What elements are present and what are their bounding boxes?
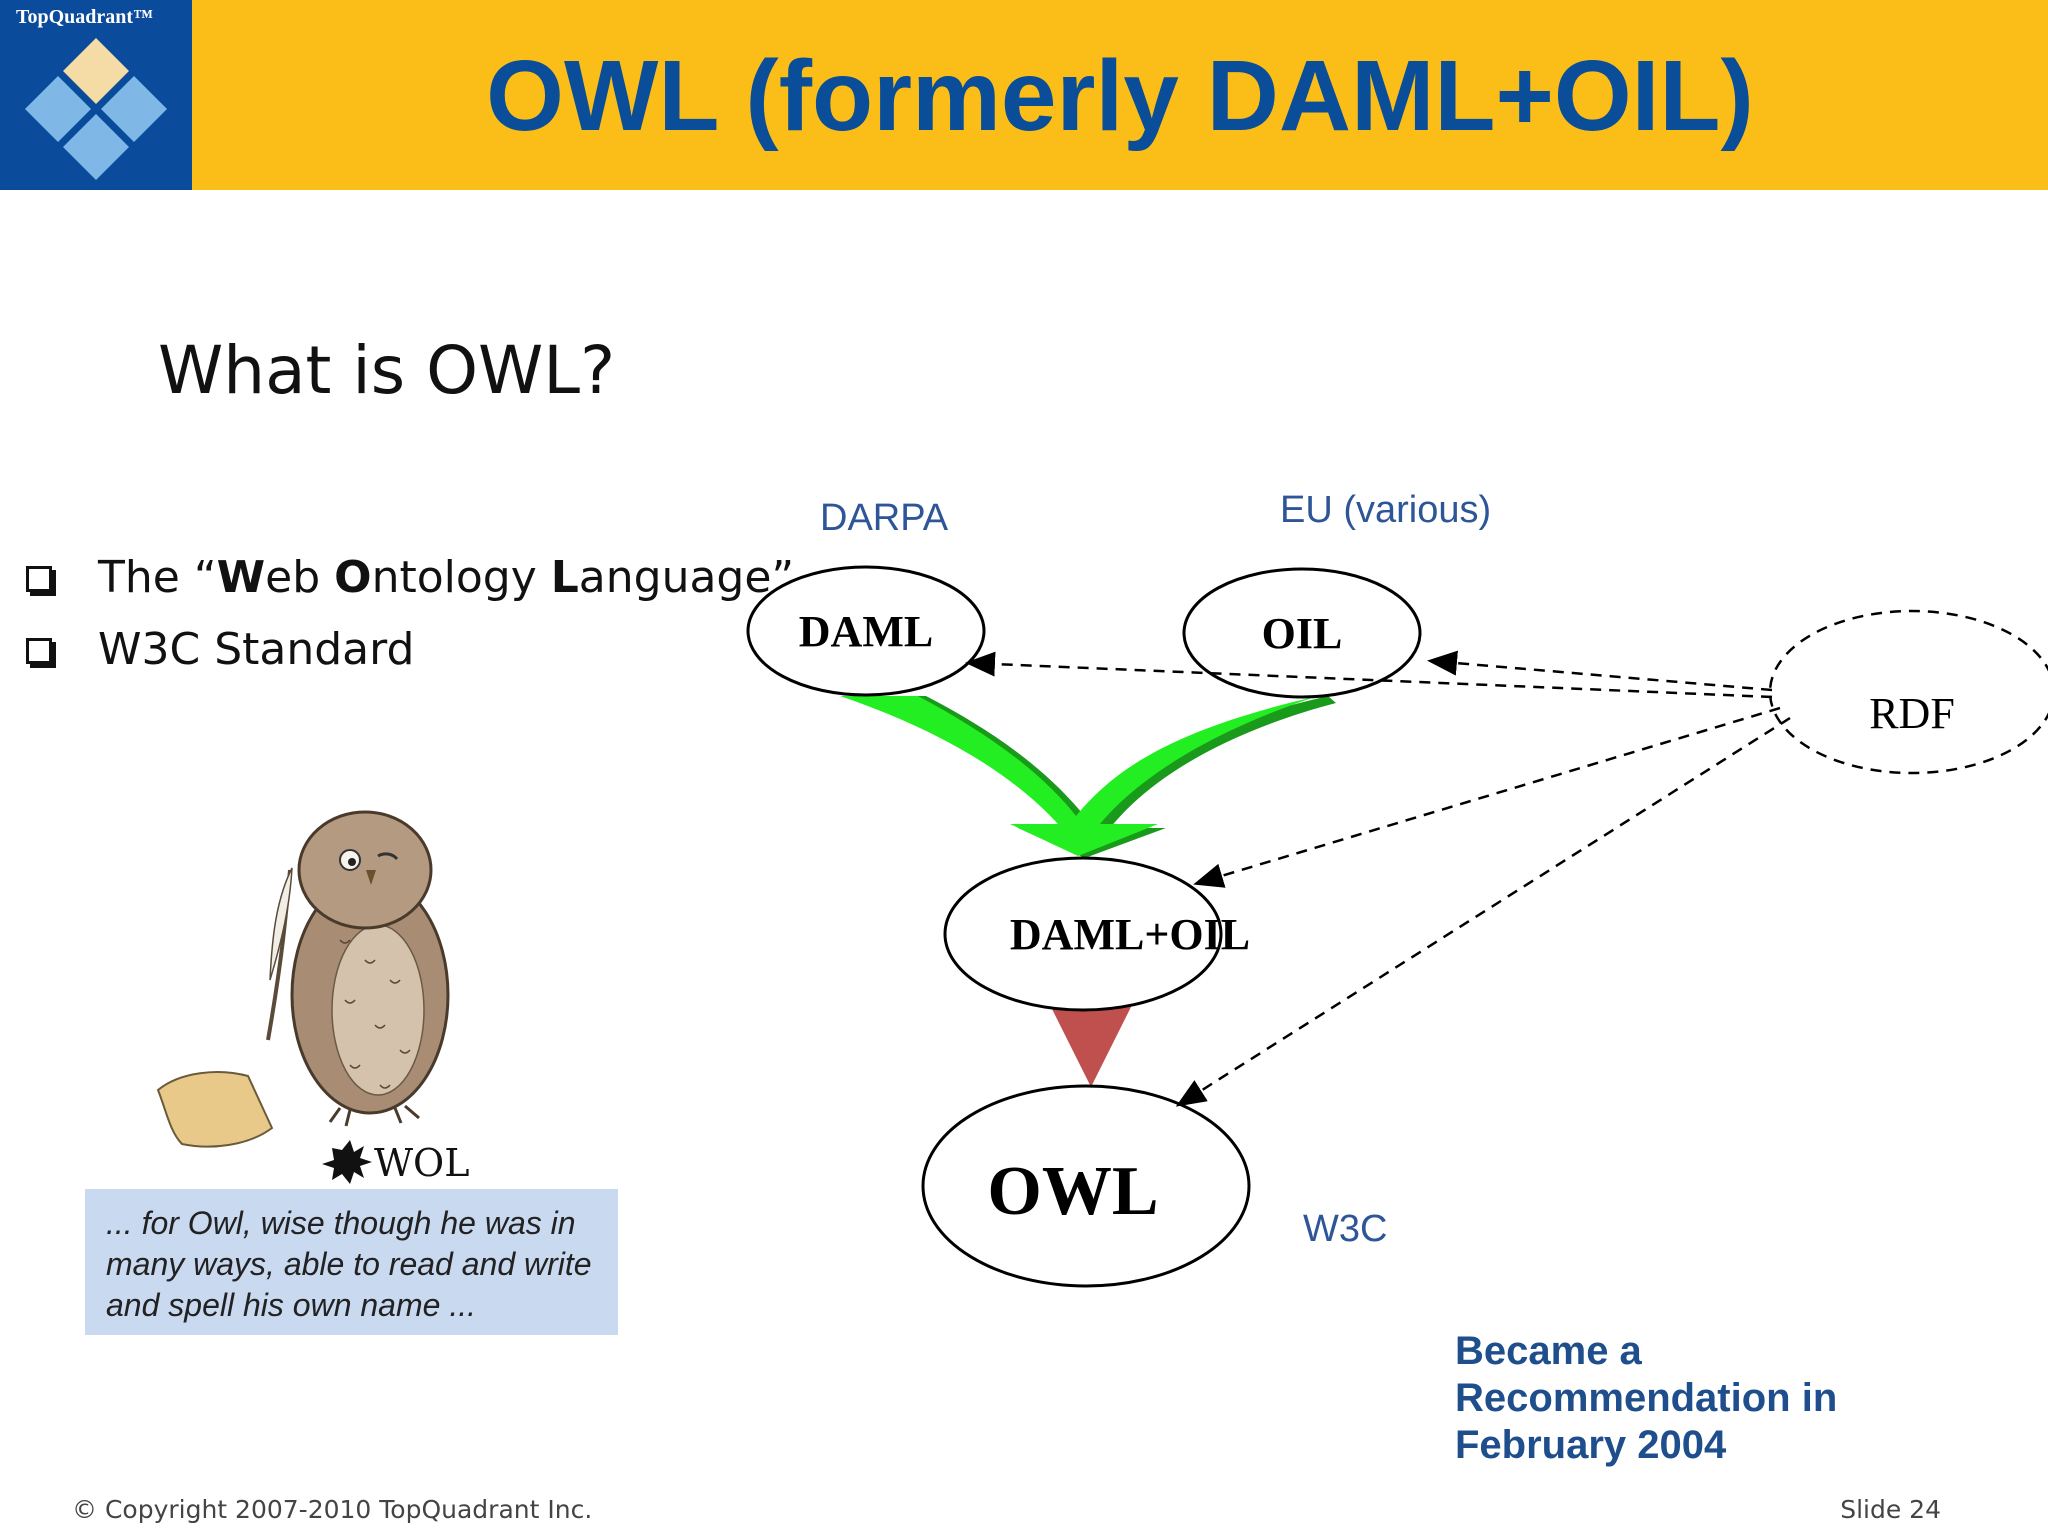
quote-box: ... for Owl, wise though he was in many … bbox=[85, 1189, 618, 1335]
bullet-text-part: The “ bbox=[98, 552, 217, 603]
owl-node bbox=[921, 1084, 1251, 1288]
bullet-text-part: eb bbox=[265, 552, 335, 603]
rdf-to-owl-arrow bbox=[1175, 716, 1791, 1107]
rdf-node-label: RDF bbox=[1869, 689, 1955, 738]
bullet-item: W3C Standard bbox=[24, 620, 794, 692]
owl-node-label: OWL bbox=[987, 1153, 1159, 1230]
eu-label: EU (various) bbox=[1280, 489, 1492, 531]
copyright-footer: © Copyright 2007-2010 TopQuadrant Inc. bbox=[72, 1495, 593, 1524]
note-line: February 2004 bbox=[1455, 1423, 1727, 1467]
logo-text: TopQuadrant™ bbox=[16, 6, 154, 28]
slide-title: OWL (formerly DAML+OIL) bbox=[486, 40, 1754, 152]
down-arrow bbox=[1050, 1005, 1132, 1087]
w3c-label: W3C bbox=[1303, 1208, 1388, 1250]
header-bar: TopQuadrant™ OWL (formerly DAML+OIL) bbox=[0, 0, 2048, 190]
bullet-item: The “Web Ontology Language” bbox=[24, 548, 794, 620]
bullet-text: W3C Standard bbox=[98, 624, 415, 675]
rdf-to-daml-oil-arrow bbox=[1193, 706, 1781, 888]
rdf-to-daml-arrow bbox=[965, 651, 1773, 699]
bullet-list: The “Web Ontology Language” W3C Standard bbox=[24, 548, 794, 692]
bullet-text-bold: O bbox=[334, 552, 372, 603]
merge-arrow bbox=[840, 696, 1318, 856]
daml-node bbox=[746, 565, 986, 697]
daml-oil-node-label: DAML+OIL bbox=[1009, 910, 1251, 959]
oil-node-label: OIL bbox=[1261, 609, 1343, 658]
slide-number: Slide 24 bbox=[1840, 1495, 1941, 1524]
bullet-text-bold: W bbox=[216, 552, 266, 603]
checkbox-bullet-icon bbox=[26, 638, 52, 664]
bullet-text-part: anguage” bbox=[578, 552, 795, 603]
note-line: Became a bbox=[1455, 1329, 1642, 1373]
daml-node-label: DAML bbox=[798, 607, 934, 656]
owl-illustration: WOL bbox=[156, 810, 469, 1185]
oil-node bbox=[1182, 567, 1422, 699]
rdf-node bbox=[1768, 609, 2048, 775]
bullet-text-part: ntology bbox=[371, 552, 551, 603]
bullet-text-bold: L bbox=[550, 552, 579, 603]
owl-caption: WOL bbox=[374, 1141, 469, 1185]
darpa-label: DARPA bbox=[820, 497, 949, 539]
note-line: Recommendation in bbox=[1455, 1376, 1838, 1420]
diamond-logo-icon bbox=[25, 38, 167, 180]
daml-oil-node bbox=[943, 856, 1223, 1012]
checkbox-bullet-icon bbox=[26, 566, 52, 592]
quote-text: ... for Owl, wise though he was in many … bbox=[106, 1205, 592, 1323]
recommendation-note: Became a Recommendation in February 2004 bbox=[1455, 1328, 1837, 1469]
subtitle: What is OWL? bbox=[158, 332, 616, 409]
topquadrant-logo: TopQuadrant™ bbox=[0, 0, 192, 190]
